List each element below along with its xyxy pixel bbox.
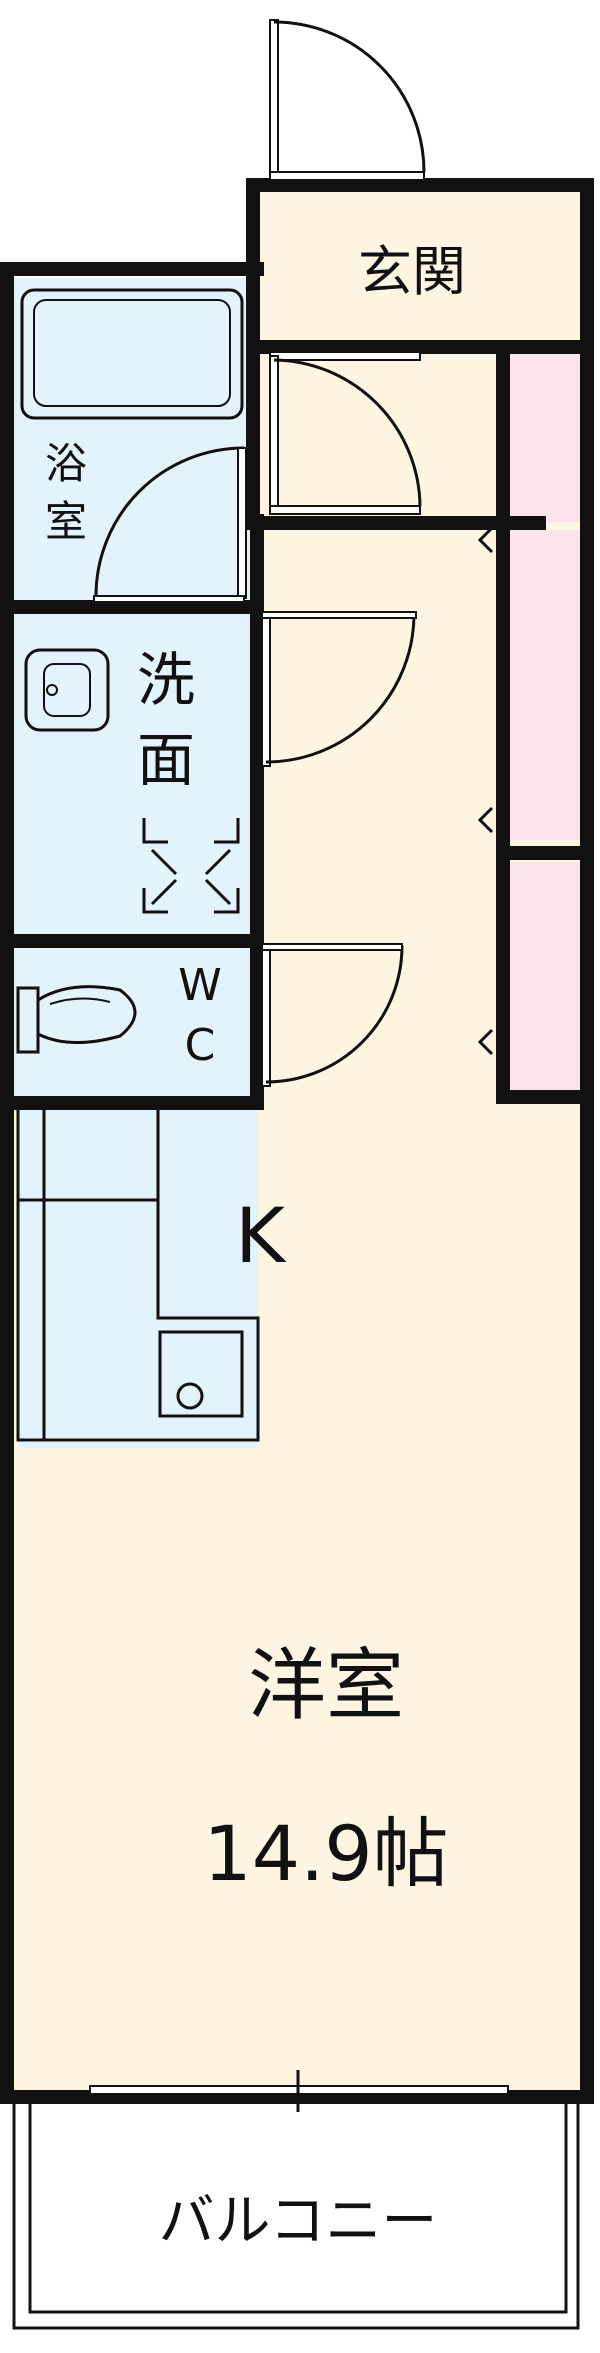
balcony <box>12 2104 582 2330</box>
wall-wash-bottom <box>0 934 264 948</box>
kitchen-counter <box>16 1110 260 1442</box>
bath-label-2: 室 <box>45 497 87 546</box>
washroom-floor <box>12 614 254 934</box>
kitchen-counter-area <box>18 1108 258 1448</box>
toilet-door <box>261 943 404 1087</box>
washroom-door <box>261 611 417 767</box>
entrance-label: 玄関 <box>358 240 466 303</box>
washing-machine-space <box>142 818 240 914</box>
wall-top-entrance <box>246 178 594 192</box>
toilet-label-2: C <box>185 1020 216 1071</box>
western-room-size: 14.9帖 <box>203 1809 448 1898</box>
wall-bath-bottom <box>0 600 264 614</box>
entrance-hall-door <box>269 351 422 515</box>
wall-hall-step <box>246 516 546 530</box>
washroom-label-1: 洗 <box>137 646 195 714</box>
sliding-window <box>89 2070 509 2112</box>
wash-basin <box>24 648 110 732</box>
wall-top-left <box>0 262 264 276</box>
closet-doors <box>477 526 510 1056</box>
wall-closet-bottom <box>496 1090 594 1104</box>
toilet-label-1: W <box>178 960 222 1011</box>
balcony-floor <box>12 2104 582 2328</box>
wall-wet-right <box>250 514 264 1110</box>
wall-wc-bottom <box>0 1096 264 1110</box>
wall-right <box>580 178 594 2104</box>
wall-closet-mid <box>496 846 594 860</box>
bath-floor <box>12 278 254 600</box>
bath-label-1: 浴 <box>45 439 87 488</box>
toilet <box>16 985 137 1054</box>
closet-3 <box>510 862 582 1090</box>
wall-closet-left <box>496 340 510 1104</box>
balcony-label: バルコニー <box>159 2189 438 2254</box>
kitchen-label: K <box>235 1191 287 1280</box>
floor-fills <box>12 188 582 2090</box>
western-room-label: 洋室 <box>248 1641 404 1731</box>
front-door <box>269 19 426 181</box>
closet-1 <box>510 352 582 522</box>
washroom-label-2: 面 <box>137 726 195 794</box>
closet-2 <box>510 530 582 840</box>
wall-left <box>0 262 14 2104</box>
bath-door <box>93 446 247 603</box>
bathtub <box>20 288 244 420</box>
